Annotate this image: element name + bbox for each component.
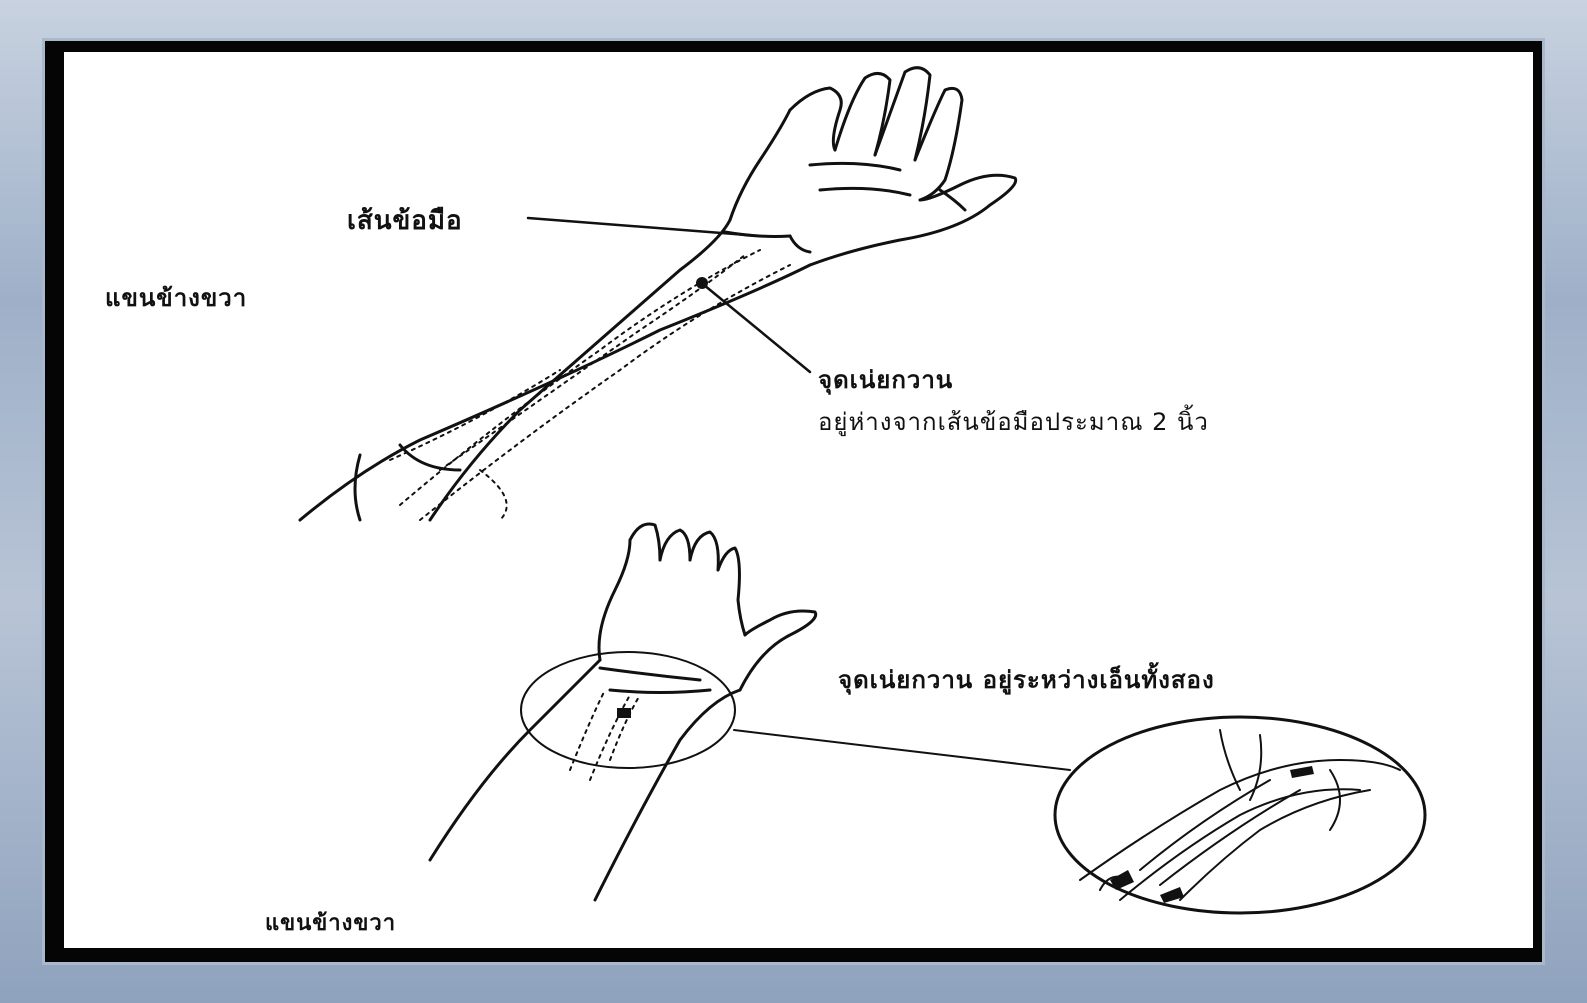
magnifier-connector <box>734 730 1070 770</box>
right-arm-label-bottom: แขนข้างขวา <box>265 905 396 940</box>
wrist-line-label: เส้นข้อมือ <box>347 200 463 241</box>
acupoint-distance-label: อยู่ห่างจากเส้นข้อมือประมาณ 2 นิ้ว <box>818 402 1209 441</box>
top-arm-tendons <box>390 250 790 520</box>
acupoint-name-label-top: จุดเน่ยกวาน <box>818 360 953 399</box>
top-acupoint-pointer <box>704 285 810 372</box>
top-acupoint-dot <box>696 277 708 289</box>
bottom-acupoint-dot <box>617 708 631 718</box>
acupoint-between-tendons-label: จุดเน่ยกวาน อยู่ระหว่างเอ็นทั้งสอง <box>838 660 1215 699</box>
right-arm-label-top: แขนข้างขวา <box>105 278 247 317</box>
